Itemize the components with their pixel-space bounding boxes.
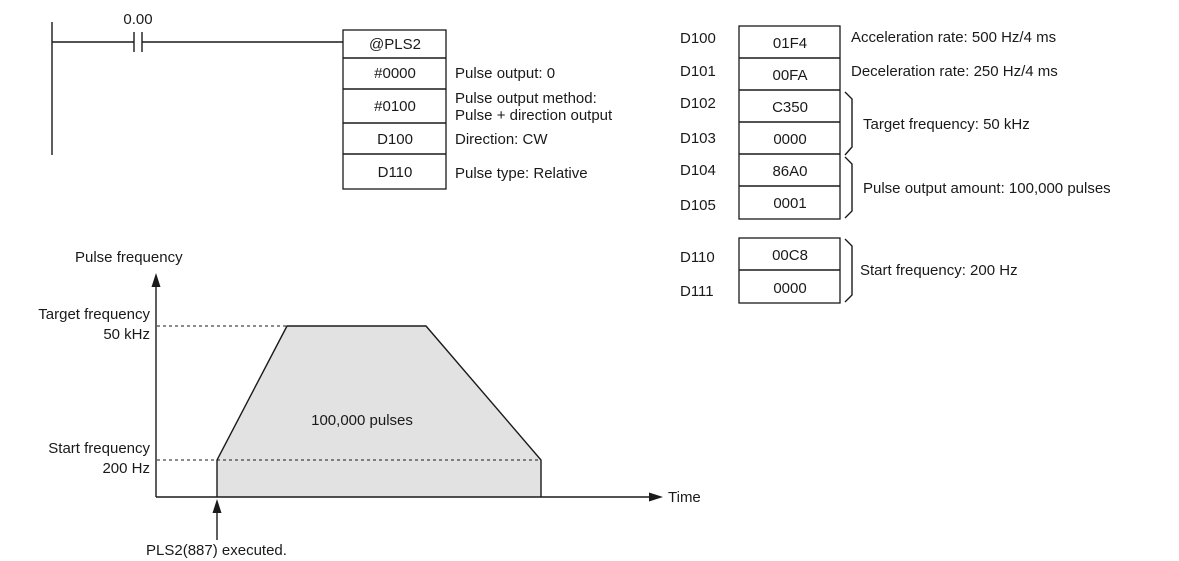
memory-value: C350 (772, 99, 808, 116)
pulse-area-label: 100,000 pulses (311, 412, 413, 429)
operand-control: #0000 (374, 65, 416, 82)
memory-address: D110 (680, 249, 715, 266)
memory-value: 01F4 (773, 35, 807, 52)
brace-start-frequency (844, 238, 853, 303)
memory-address: D104 (680, 162, 716, 179)
note-acceleration: Acceleration rate: 500 Hz/4 ms (851, 29, 1056, 46)
frequency-profile-line (216, 325, 542, 497)
start-frequency-label: Start frequency (48, 440, 150, 457)
operand-method: #0100 (374, 98, 416, 115)
memory-value: 00FA (772, 67, 807, 84)
start-frequency-value: 200 Hz (102, 460, 150, 477)
y-axis-label: Pulse frequency (75, 249, 183, 266)
note-pulse-amount: Pulse output amount: 100,000 pulses (863, 180, 1111, 197)
execution-arrow-icon (212, 499, 222, 513)
memory-value: 0001 (773, 195, 806, 212)
note-target-frequency: Target frequency: 50 kHz (863, 116, 1030, 133)
target-frequency-label: Target frequency (38, 306, 150, 323)
note-start-frequency: Start frequency: 200 Hz (860, 262, 1018, 279)
memory-value: 86A0 (772, 163, 807, 180)
instruction-name: @PLS2 (369, 36, 421, 53)
memory-table: D100 D101 D102 D103 D104 D105 D110 D111 … (680, 25, 1111, 304)
x-axis-arrow-icon (649, 492, 663, 502)
memory-address: D100 (680, 30, 716, 47)
memory-address: D105 (680, 197, 716, 214)
memory-address: D111 (680, 283, 714, 300)
target-frequency-value: 50 kHz (103, 326, 150, 343)
memory-value: 0000 (773, 280, 806, 297)
frequency-profile-graph: Pulse frequency Time Target frequency 50… (38, 249, 701, 559)
operand-settings: D100 (377, 131, 413, 148)
executed-label: PLS2(887) executed. (146, 542, 287, 559)
operand-description: Direction: CW (455, 131, 548, 148)
memory-address: D103 (680, 130, 716, 147)
memory-value: 00C8 (772, 247, 808, 264)
x-axis-label: Time (668, 489, 701, 506)
operand-start-frequency: D110 (378, 164, 413, 181)
operand-description: Pulse + direction output (455, 107, 613, 124)
brace-pulse-amount (844, 156, 853, 219)
instruction-block (342, 29, 447, 190)
operand-description: Pulse type: Relative (455, 165, 588, 182)
memory-value: 0000 (773, 131, 806, 148)
pulse-area (217, 326, 541, 497)
note-deceleration: Deceleration rate: 250 Hz/4 ms (851, 63, 1058, 80)
ladder-rung: 0.00 @PLS2 #0000 #0100 D100 D110 Pulse o… (51, 11, 613, 190)
y-axis-arrow-icon (151, 273, 161, 287)
operand-description: Pulse output method: (455, 90, 597, 107)
memory-address: D101 (680, 63, 716, 80)
memory-address: D102 (680, 95, 716, 112)
operand-description: Pulse output: 0 (455, 65, 555, 82)
brace-target-frequency (844, 91, 853, 156)
contact-address: 0.00 (123, 11, 152, 28)
